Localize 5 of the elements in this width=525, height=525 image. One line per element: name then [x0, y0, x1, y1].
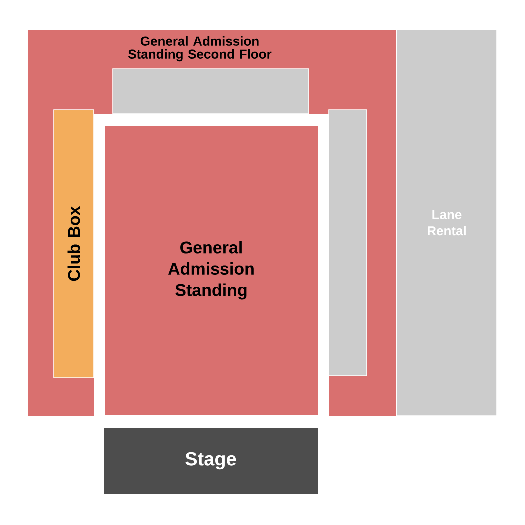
stage: Stage: [104, 428, 318, 494]
seating-section: [328, 110, 368, 376]
seating-section: General Admission Standing: [105, 126, 318, 415]
seating-section: [112, 68, 310, 114]
seating-section: Club Box: [54, 110, 94, 378]
